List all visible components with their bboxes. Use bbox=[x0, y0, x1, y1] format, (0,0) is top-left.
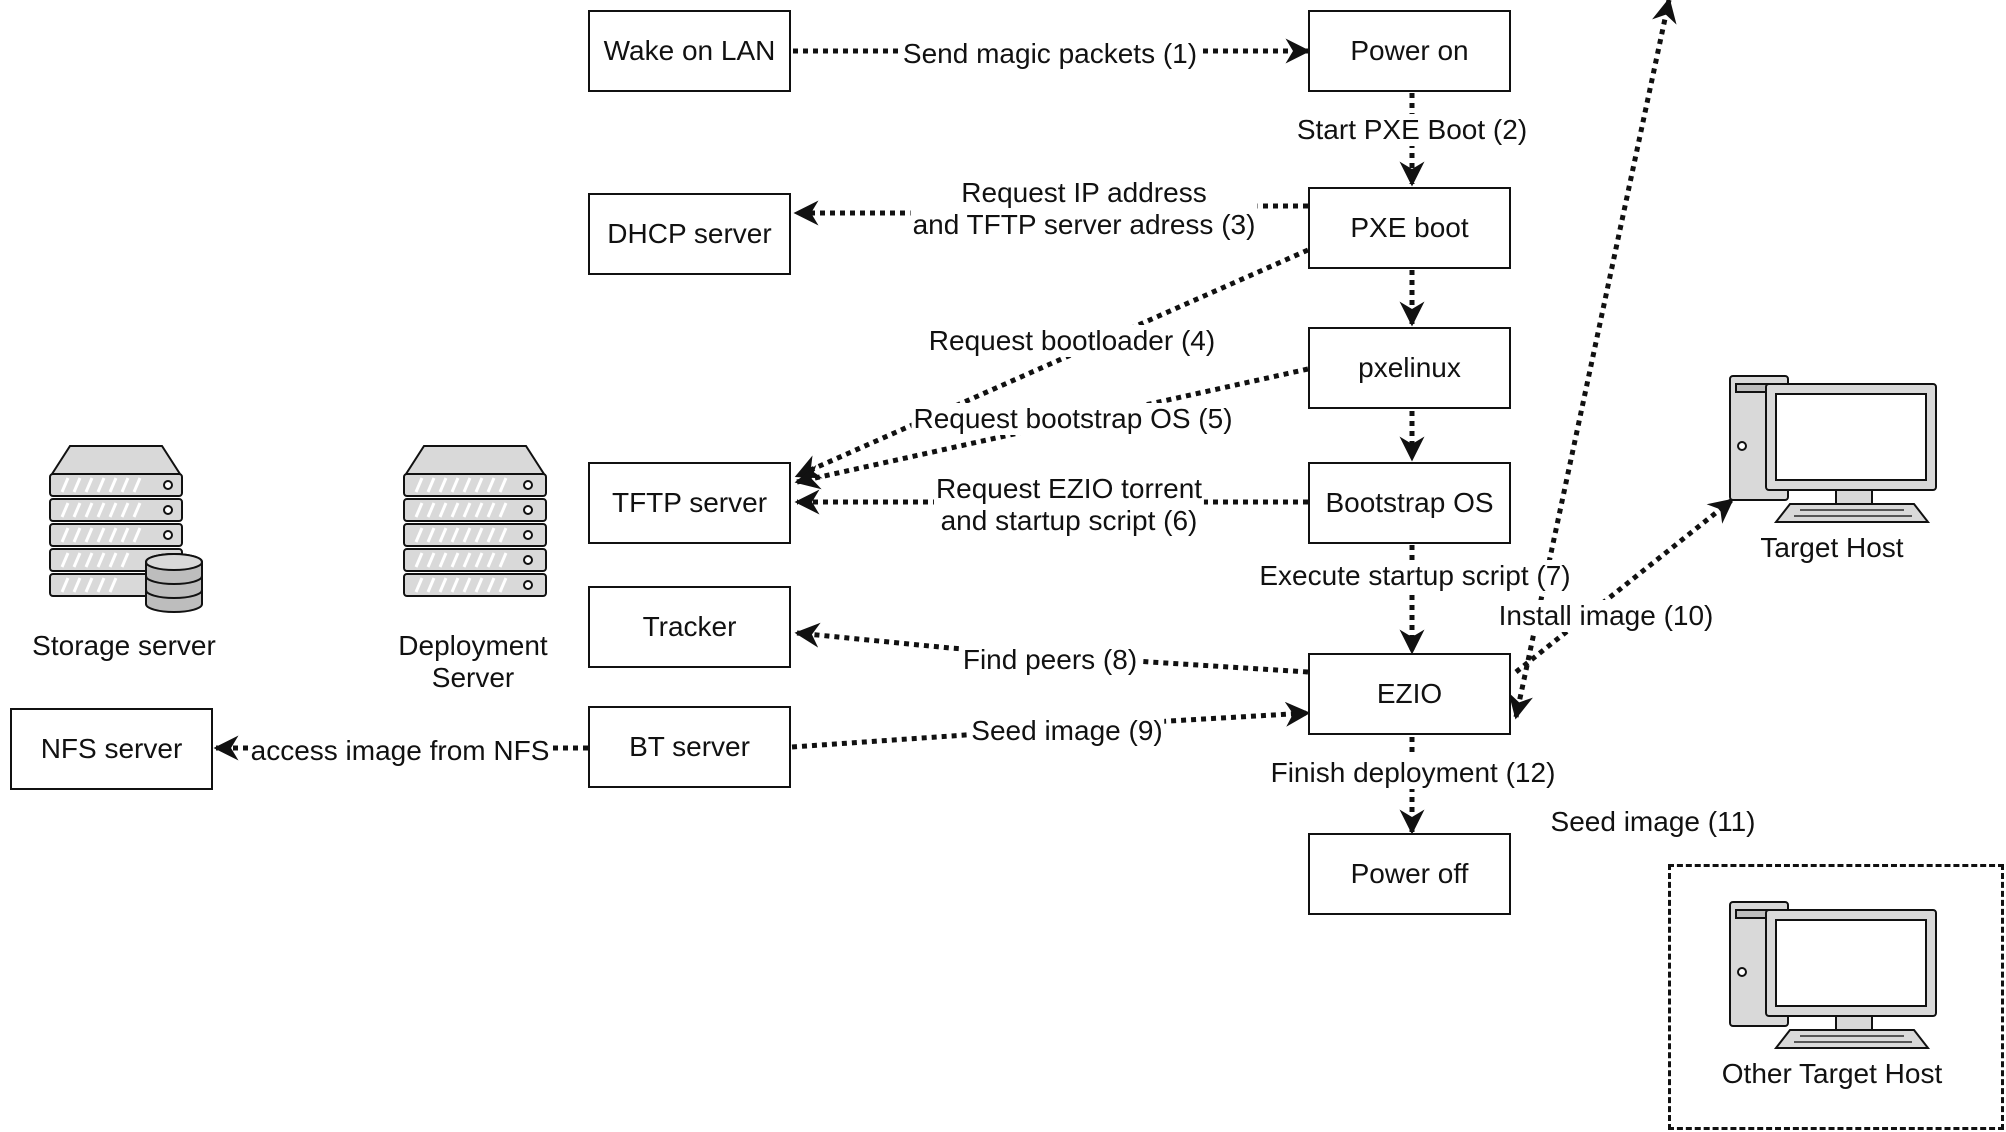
edge-label-4: Request bootloader (4) bbox=[926, 325, 1218, 357]
other-target-host-label: Other Target Host bbox=[1721, 1058, 1943, 1089]
edge-ezio-to-target-host bbox=[1514, 498, 1734, 674]
node-power-on: Power on bbox=[1308, 10, 1511, 92]
edge-label-8: Find peers (8) bbox=[960, 644, 1140, 676]
edge-label-5: Request bootstrap OS (5) bbox=[911, 403, 1235, 435]
edge-label-10: Install image (10) bbox=[1496, 600, 1716, 632]
node-tftp-server: TFTP server bbox=[588, 462, 791, 544]
desktop-computer-icon bbox=[1728, 374, 1940, 524]
edge-label-1: Send magic packets (1) bbox=[900, 38, 1200, 70]
node-power-off: Power off bbox=[1308, 833, 1511, 915]
edge-label-6: Request EZIO torrent and startup script … bbox=[933, 473, 1205, 537]
edge-pxe-to-tftp-bootloader bbox=[794, 247, 1310, 479]
node-pxelinux: pxelinux bbox=[1308, 327, 1511, 409]
server-icon bbox=[402, 444, 548, 616]
node-bt-server: BT server bbox=[588, 706, 791, 788]
edge-label-3: Request IP address and TFTP server adres… bbox=[910, 177, 1258, 241]
desktop-computer-icon bbox=[1728, 900, 1940, 1050]
node-pxe-boot: PXE boot bbox=[1308, 187, 1511, 269]
target-host-label: Target Host bbox=[1760, 532, 1904, 563]
other-target-host-group bbox=[1668, 864, 2004, 1130]
node-bootstrap-os: Bootstrap OS bbox=[1308, 462, 1511, 544]
edge-label-7: Execute startup script (7) bbox=[1257, 560, 1573, 592]
node-dhcp-server: DHCP server bbox=[588, 193, 791, 275]
edge-label-2: Start PXE Boot (2) bbox=[1294, 114, 1530, 146]
edge-label-9: Seed image (9) bbox=[969, 715, 1165, 747]
edge-label-11: Seed image (11) bbox=[1548, 806, 1758, 838]
node-tracker: Tracker bbox=[588, 586, 791, 668]
edge-bt-to-ezio bbox=[791, 701, 1311, 750]
node-ezio: EZIO bbox=[1308, 653, 1511, 735]
edge-label-nfs: access image from NFS bbox=[248, 735, 552, 767]
storage-server-label: Storage server bbox=[32, 630, 216, 661]
storage-server-icon bbox=[48, 444, 208, 616]
node-wake-on-lan: Wake on LAN bbox=[588, 10, 791, 92]
edge-ezio-other-target-host bbox=[1508, 0, 1677, 720]
deployment-server-label: Deployment Server bbox=[398, 630, 548, 693]
node-nfs-server: NFS server bbox=[10, 708, 213, 790]
edge-label-12: Finish deployment (12) bbox=[1268, 757, 1558, 789]
